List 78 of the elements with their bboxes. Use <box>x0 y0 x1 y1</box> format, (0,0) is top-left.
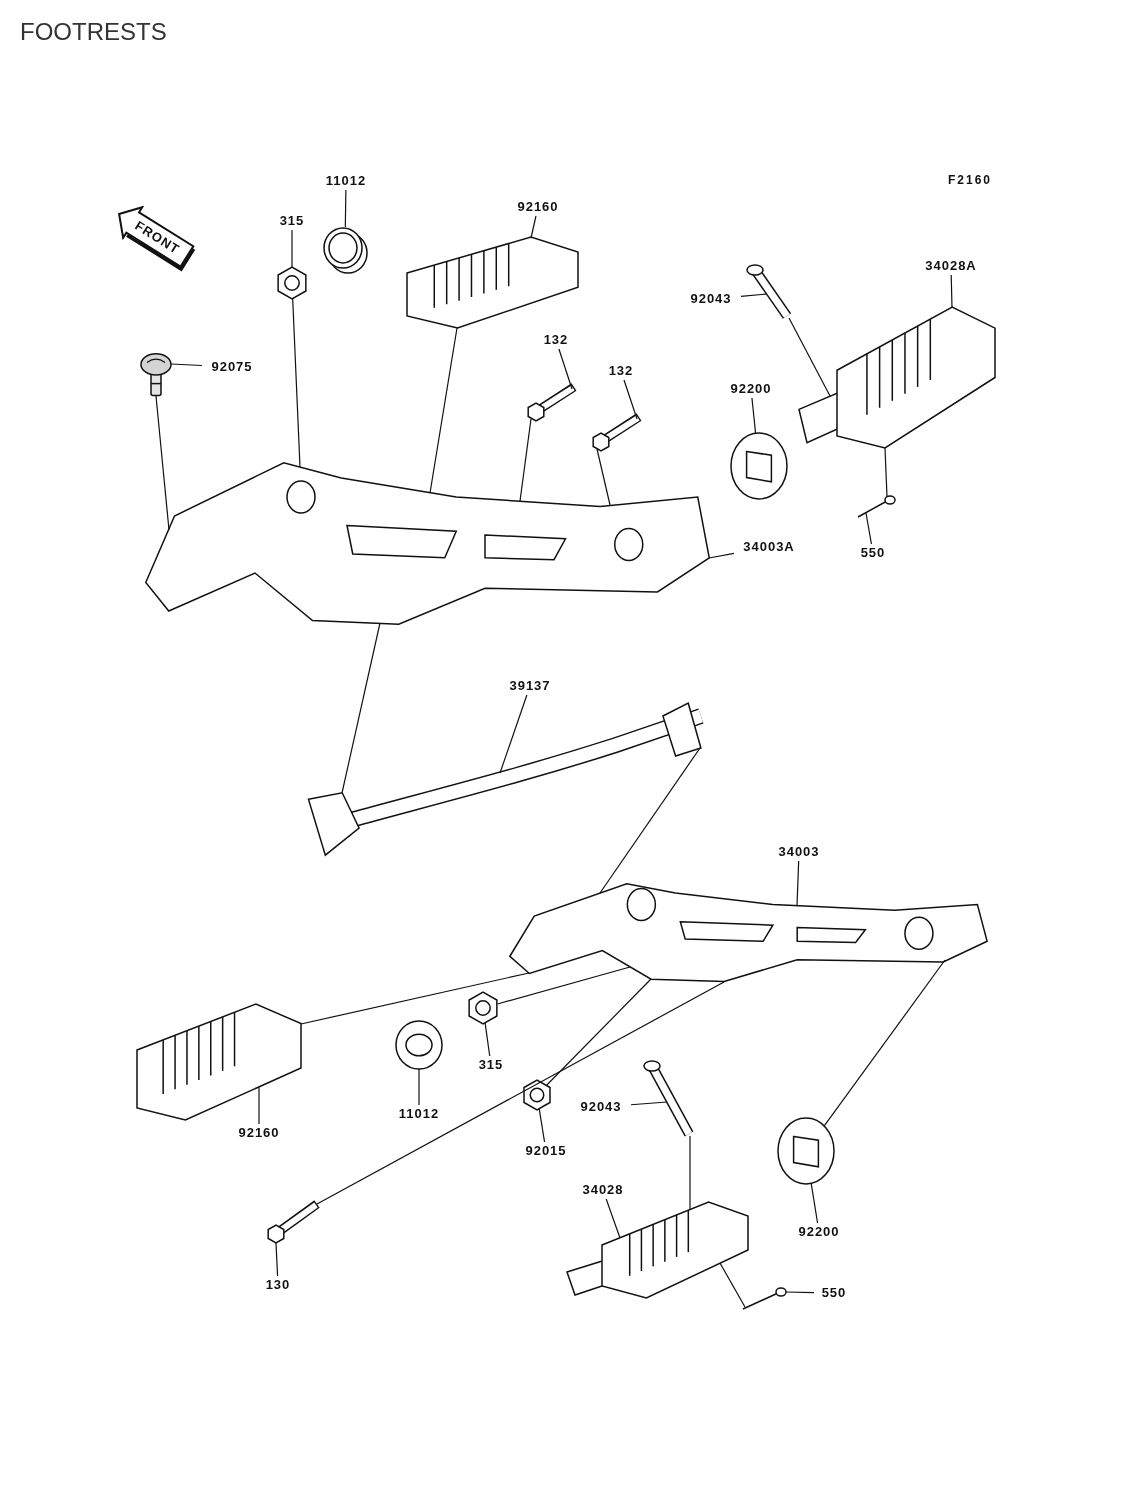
assembly-line <box>429 327 458 494</box>
callout-number: 550 <box>853 544 893 562</box>
callout-number: 34028A <box>918 257 984 275</box>
leader-line <box>708 552 735 559</box>
washer-drawing <box>775 1115 837 1187</box>
assembly-line <box>292 297 301 468</box>
page-title: FOOTRESTS <box>20 17 167 47</box>
leader-line <box>630 1101 668 1106</box>
assembly-line <box>884 447 888 498</box>
leader-line <box>740 293 768 297</box>
callout-number: 11012 <box>316 172 376 190</box>
leader-line <box>950 274 953 309</box>
leader-line <box>170 363 203 367</box>
leader-line <box>558 348 573 390</box>
leader-line <box>344 189 347 228</box>
assembly-line <box>689 1135 691 1211</box>
bushing-drawing <box>320 224 370 276</box>
hex-nut-drawing <box>465 990 501 1026</box>
bolt-drawing <box>590 413 642 453</box>
callout-number: 92015 <box>516 1142 576 1160</box>
assembly-line <box>316 981 725 1205</box>
assembly-line <box>341 622 381 794</box>
assembly-line <box>300 972 530 1025</box>
footrest-drawing <box>797 305 997 450</box>
callout-number: 92043 <box>571 1098 631 1116</box>
bushing-drawing <box>393 1018 445 1072</box>
stud-drawing <box>138 350 174 398</box>
footrest-rubber-drawing <box>405 235 580 330</box>
cotter-pin-drawing <box>740 1285 788 1313</box>
assembly-line <box>519 418 532 502</box>
leader-line <box>258 1086 260 1125</box>
callout-number: 132 <box>601 362 641 380</box>
callout-number: 34003A <box>734 538 804 556</box>
figure-code: F2160 <box>948 172 993 189</box>
callout-number: 39137 <box>500 677 560 695</box>
assembly-line <box>823 959 946 1127</box>
leader-line <box>751 397 757 434</box>
bolt-drawing <box>525 383 577 423</box>
callout-number: 130 <box>258 1276 298 1294</box>
leader-line <box>418 1068 420 1106</box>
leader-line <box>605 1198 621 1239</box>
hex-nut-drawing <box>274 265 310 301</box>
cotter-pin-drawing <box>855 493 897 521</box>
hex-nut-drawing <box>520 1078 554 1112</box>
leader-line <box>785 1291 815 1294</box>
callout-number: 92043 <box>681 290 741 308</box>
footrest-drawing <box>565 1200 750 1300</box>
callout-number: 92160 <box>229 1124 289 1142</box>
bolt-drawing <box>265 1200 320 1245</box>
assembly-line <box>599 747 701 894</box>
assembly-line <box>719 1262 746 1308</box>
callout-number: 34028 <box>573 1181 633 1199</box>
leader-line <box>810 1182 819 1224</box>
callout-number: 11012 <box>389 1105 449 1123</box>
assembly-line <box>596 448 611 506</box>
leader-line <box>530 215 537 239</box>
leader-line <box>796 860 800 907</box>
callout-number: 132 <box>536 331 576 349</box>
leader-line <box>484 1022 491 1057</box>
leader-line <box>275 1242 279 1277</box>
leader-line <box>499 694 528 774</box>
assembly-line <box>546 978 652 1086</box>
callout-number: 315 <box>471 1056 511 1074</box>
callout-number: 550 <box>814 1284 854 1302</box>
callout-number: 92075 <box>202 358 262 376</box>
leader-line <box>865 512 873 545</box>
leader-line <box>538 1108 546 1143</box>
callout-number: 92200 <box>721 380 781 398</box>
callout-number: 92200 <box>789 1223 849 1241</box>
assembly-line <box>155 395 170 531</box>
washer-drawing <box>728 430 790 502</box>
callout-number: 92160 <box>508 198 568 216</box>
leader-line <box>291 229 293 269</box>
callout-number: 315 <box>272 212 312 230</box>
footrest-rubber-drawing <box>135 1002 303 1122</box>
leader-line <box>623 379 638 420</box>
assembly-line <box>496 966 631 1005</box>
callout-number: 34003 <box>769 843 829 861</box>
